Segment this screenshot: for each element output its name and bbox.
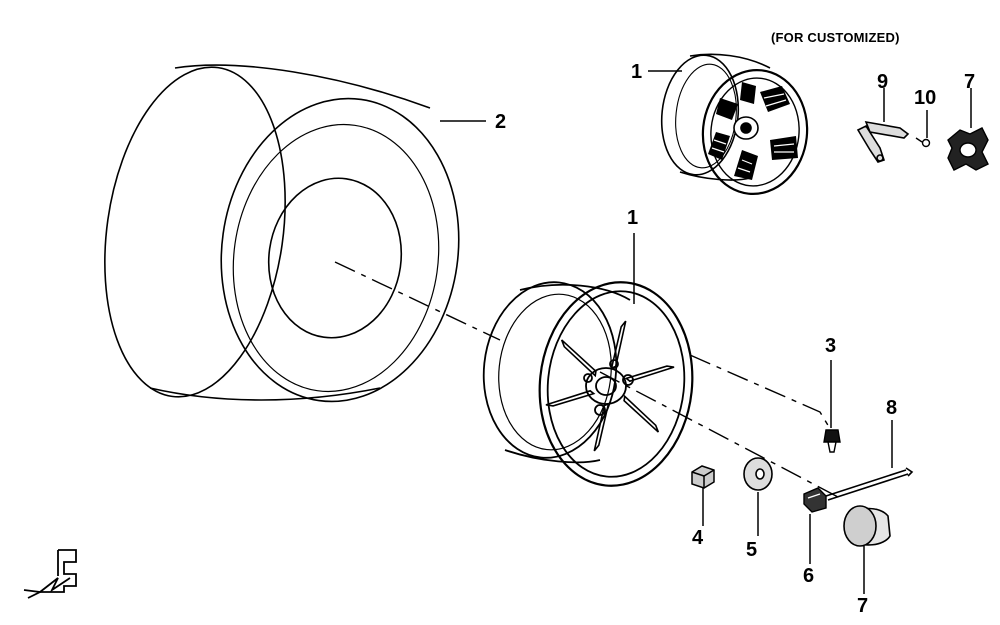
cotter-pin — [825, 467, 914, 501]
axle-centre-line — [334, 261, 841, 499]
callout-washer: 5 — [746, 539, 758, 561]
callout-valve: 3 — [825, 335, 837, 357]
callout-cotter-pin: 8 — [886, 397, 898, 419]
callout-cap: 7 — [857, 595, 869, 617]
hub-nut — [803, 487, 827, 513]
custom-cap — [947, 127, 989, 171]
callout-valve-core: 10 — [914, 87, 937, 109]
nut — [691, 465, 715, 489]
leader-lines — [440, 70, 972, 594]
callout-tire: 2 — [495, 111, 507, 133]
callout-valve-tool: 9 — [877, 71, 889, 93]
callout-hub-nut: 6 — [803, 565, 815, 587]
cap — [843, 505, 891, 547]
washer — [743, 457, 773, 491]
valve — [823, 429, 841, 453]
callout-nut: 4 — [692, 527, 704, 549]
callout-rim: 1 — [627, 207, 639, 229]
customized-note: (FOR CUSTOMIZED) — [771, 30, 900, 45]
front-arrow-icon — [23, 549, 77, 599]
callout-custom-cap: 7 — [964, 71, 976, 93]
callout-rim-custom: 1 — [631, 61, 643, 83]
valve-core — [915, 137, 931, 148]
valve-tool — [856, 120, 910, 163]
rim — [482, 281, 694, 487]
rim-custom — [660, 53, 809, 195]
tire — [104, 64, 460, 403]
